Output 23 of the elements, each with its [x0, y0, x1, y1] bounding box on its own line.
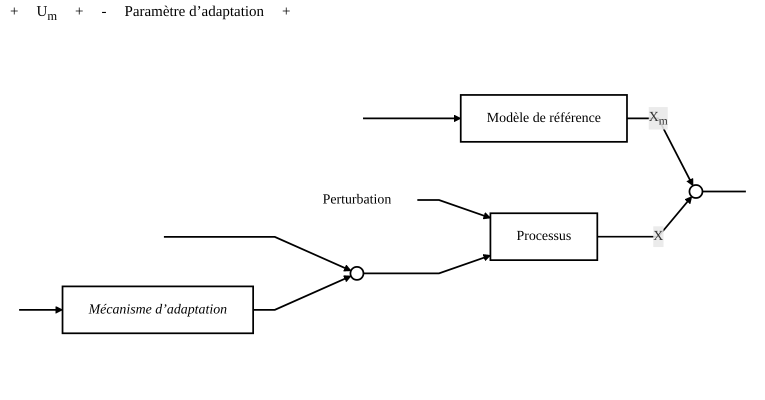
node-circle — [350, 266, 364, 281]
node-text: Perturbation — [322, 192, 392, 207]
annotation-text: Paramètre d’adaptation — [124, 4, 264, 22]
arrow — [363, 254, 491, 274]
node-box: Processus — [490, 212, 598, 261]
annotation-text: + — [10, 4, 18, 22]
arrow — [253, 275, 352, 311]
annotation-text: + — [75, 4, 84, 22]
annotation-text: - — [102, 4, 107, 22]
arrow — [19, 306, 63, 314]
annotation-text: + — [282, 4, 291, 22]
node-box: Mécanisme d’adaptation — [62, 285, 254, 334]
node-circle — [688, 184, 704, 199]
annotation-text: U$_{m}$ — [36, 4, 58, 24]
arrow — [627, 117, 694, 186]
connector — [702, 190, 746, 192]
node-box: Modèle de référence — [460, 94, 628, 143]
edge-label: X — [653, 228, 664, 244]
arrow — [363, 114, 462, 122]
arrow — [417, 199, 491, 220]
edge-label: X$_{m}$ — [648, 110, 668, 128]
arrow — [597, 196, 692, 238]
arrow — [164, 236, 352, 272]
